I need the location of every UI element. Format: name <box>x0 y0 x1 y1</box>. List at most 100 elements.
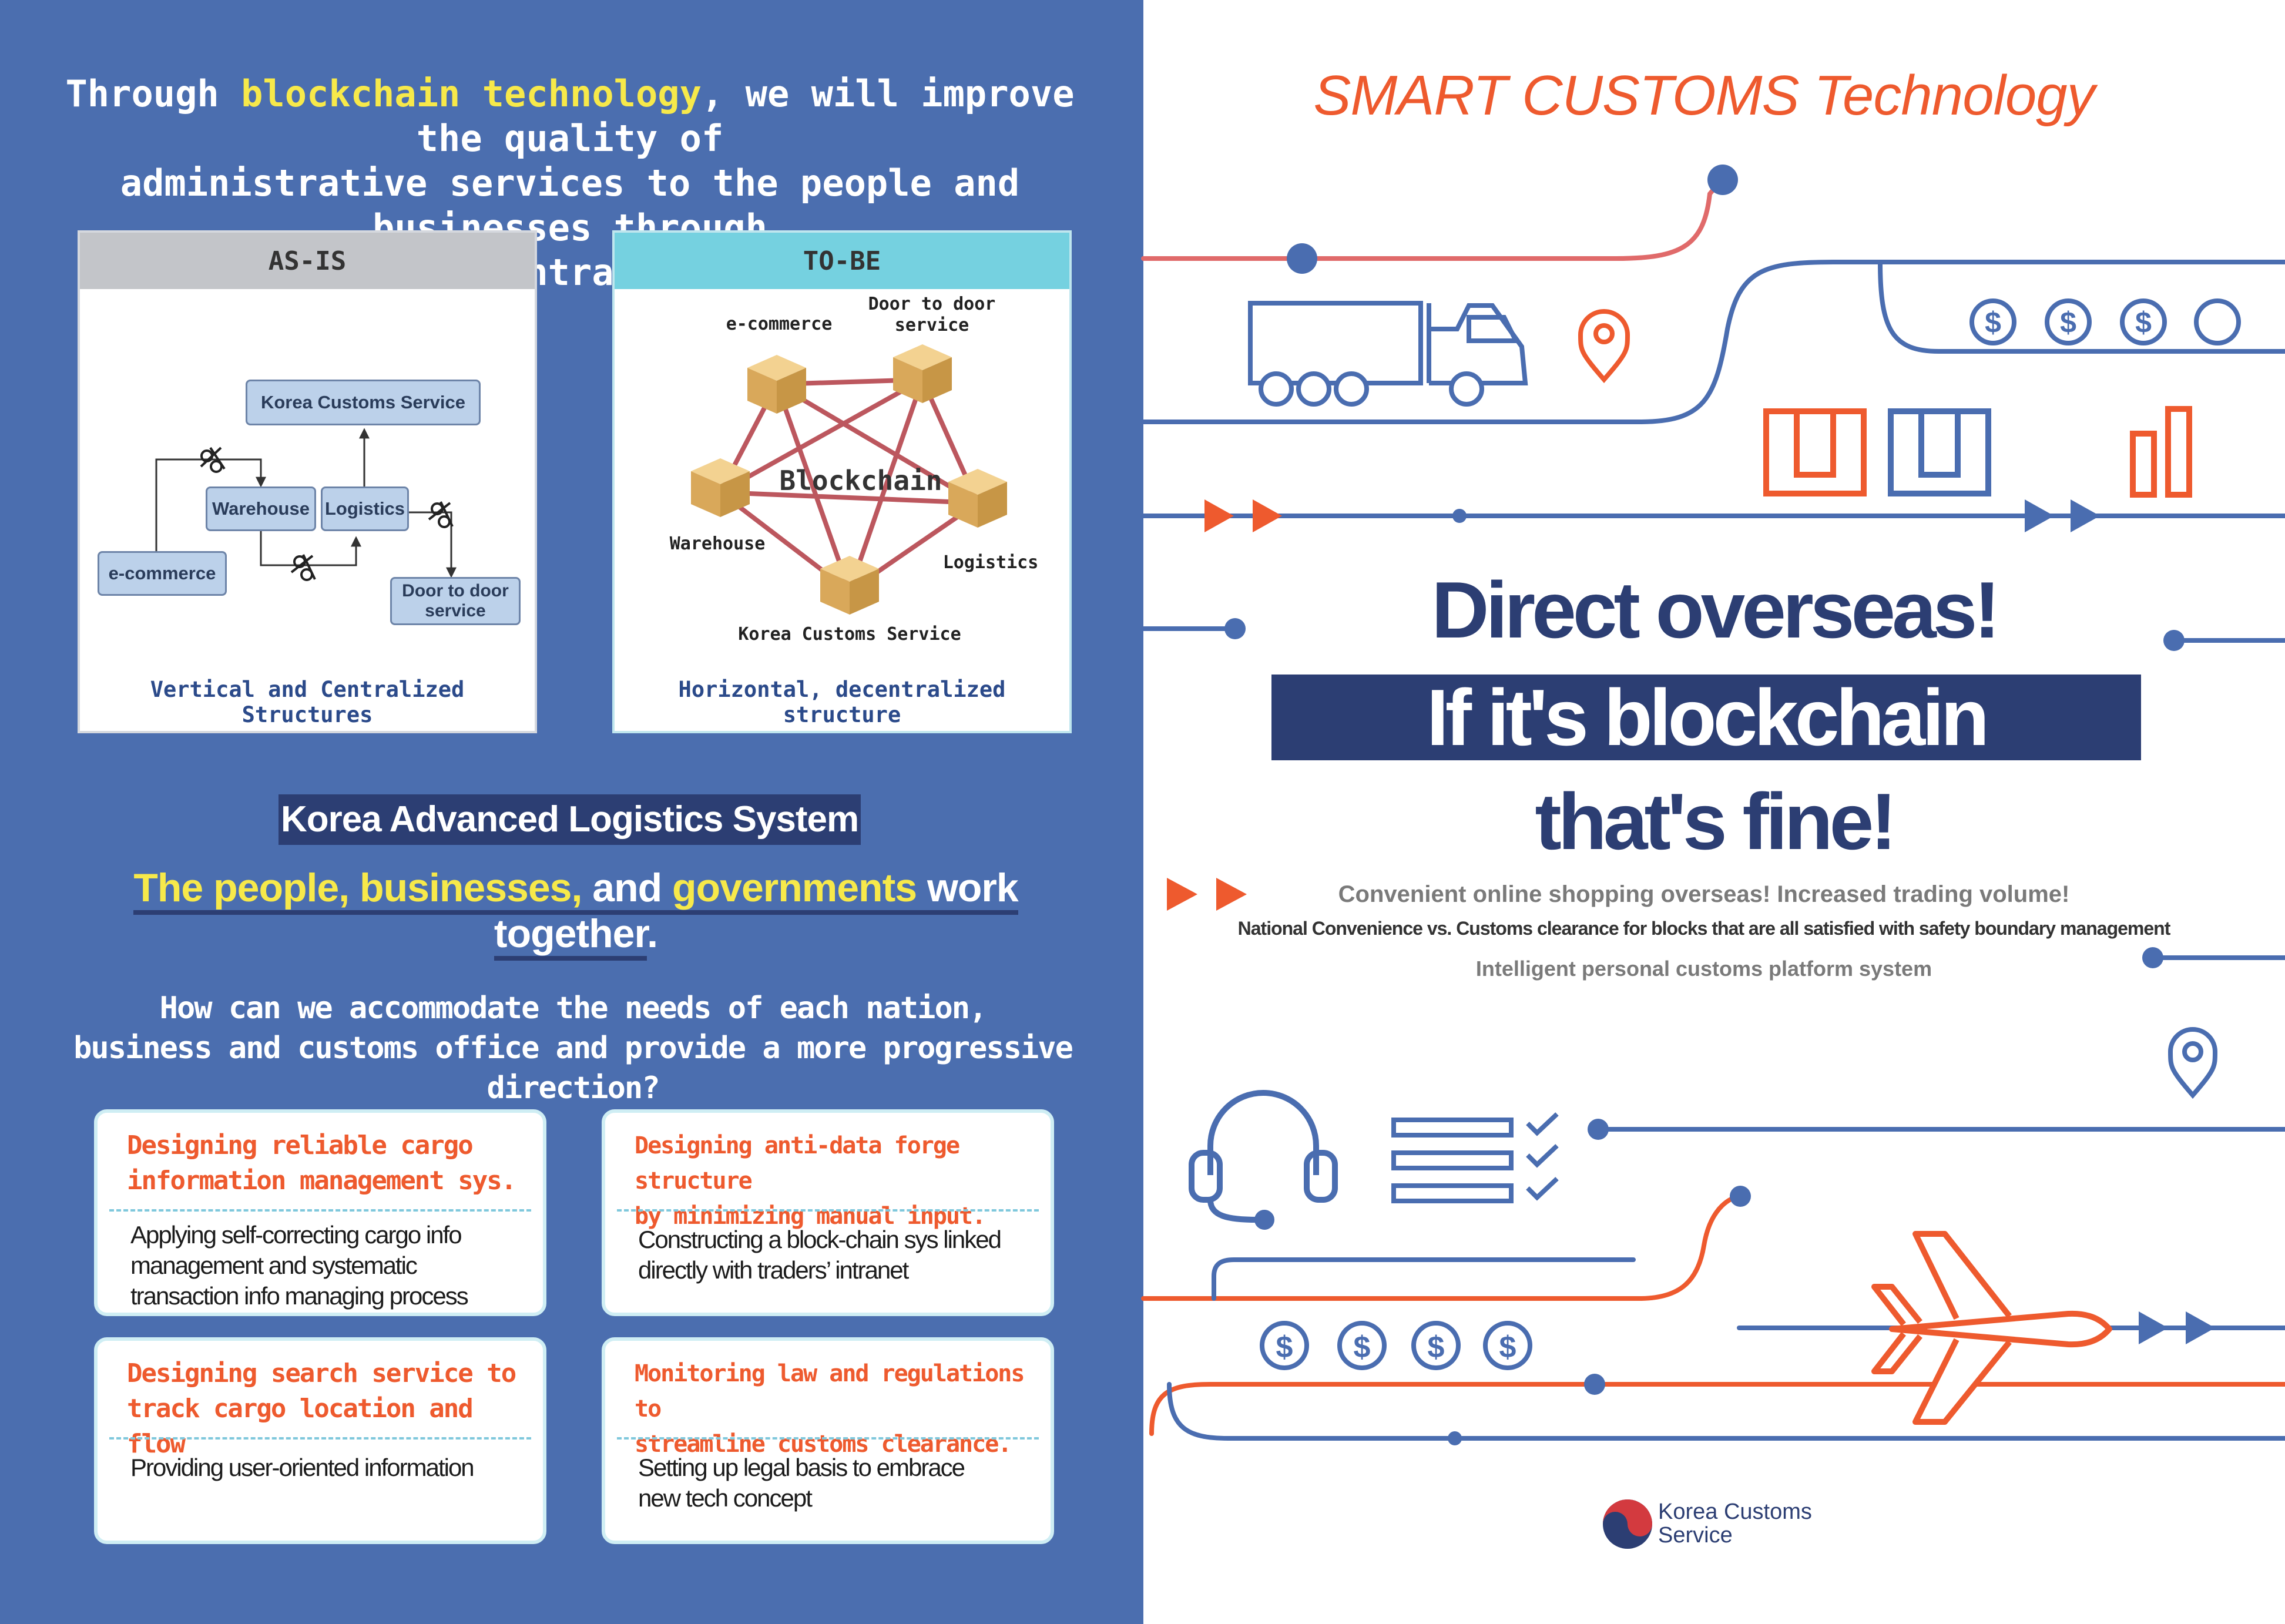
coin-icon: $ <box>2120 298 2167 345</box>
as-is-node-ecommerce: e-commerce <box>98 551 227 596</box>
kals-title: Korea Advanced Logistics System <box>279 794 861 845</box>
as-is-node-warehouse: Warehouse <box>206 486 316 531</box>
cube-warehouse <box>691 458 750 517</box>
card-body-line: Setting up legal basis to embrace <box>638 1454 965 1481</box>
card-title-line: information management sys. <box>127 1166 516 1196</box>
box-icon <box>1763 408 1867 496</box>
as-is-node-door: Door to door service <box>390 577 521 625</box>
card-body: Providing user-oriented information <box>130 1452 531 1483</box>
headline-line3: that's fine! <box>1535 777 1897 866</box>
scissors-icon <box>428 501 454 528</box>
coin-symbol: $ <box>1354 1330 1371 1364</box>
coin-symbol: $ <box>2135 306 2152 339</box>
kals-word-people: The people, <box>133 865 350 910</box>
kals-subtitle: The people, businesses, and governments … <box>71 865 1081 961</box>
card-body-line: new tech concept <box>638 1484 813 1512</box>
as-is-header: AS-IS <box>80 233 535 289</box>
as-is-caption: Vertical and Centralized Structures <box>150 677 465 727</box>
card-body-line: Providing user-oriented information <box>130 1454 475 1481</box>
headline-line2: If it's blockchain customs, <box>1271 675 2141 846</box>
as-is-node-kcs: Korea Customs Service <box>246 380 481 425</box>
location-pin-icon <box>2167 1027 2218 1099</box>
card-body-line: Applying self-correcting cargo info <box>130 1221 462 1249</box>
as-is-connectors <box>155 428 457 581</box>
to-be-header: TO-BE <box>615 233 1069 289</box>
coin-icon: $ <box>1483 1321 1532 1370</box>
bar-chart-icon <box>2130 406 2192 498</box>
box-icon <box>1888 408 1991 496</box>
coin-symbol: $ <box>1276 1330 1293 1364</box>
card-body-line: management and systematic <box>130 1251 418 1279</box>
card-title: Designing search service to track cargo l… <box>127 1356 531 1462</box>
card-divider <box>617 1209 1039 1212</box>
node-dot <box>1707 165 1738 195</box>
question-text: How can we accommodate the needs of each… <box>35 988 1110 1108</box>
card-body-line: Constructing a block-chain sys linked <box>638 1226 1002 1253</box>
question-line2: business and customs office and provide … <box>73 1031 1073 1106</box>
coin-icon: $ <box>1969 298 2016 345</box>
kals-period: . <box>647 911 658 956</box>
cube-ecommerce <box>747 355 806 414</box>
coin-icon: $ <box>1337 1321 1387 1370</box>
node-dot <box>1287 243 1317 274</box>
coin-icon: $ <box>1411 1321 1461 1370</box>
card-title-line: track cargo location and flow <box>127 1394 474 1459</box>
card-body-line: transaction info managing process <box>130 1282 469 1310</box>
to-be-center-label: Blockchain <box>779 465 942 496</box>
card-divider <box>109 1437 531 1440</box>
cube-logistics <box>948 469 1007 528</box>
card-body: Setting up legal basis to embrace new tec… <box>638 1452 1039 1514</box>
headline-line1: Direct overseas! <box>1431 565 2000 655</box>
card-title-line: Designing reliable cargo <box>127 1130 474 1160</box>
card-title: Designing anti-data forge structure by mi… <box>635 1128 1039 1234</box>
intro-part2: , we will improve the quality of <box>416 72 1075 160</box>
logo-line2: Service <box>1658 1523 1733 1548</box>
cube-kcs <box>820 556 879 615</box>
card-reliable-cargo: Designing reliable cargo information mana… <box>94 1109 546 1316</box>
kals-word-governments: governments <box>672 865 917 910</box>
headset-icon <box>1189 1090 1338 1230</box>
arrow-icon <box>2139 1311 2215 1344</box>
to-be-label-door: Door to door service <box>868 294 996 335</box>
card-divider <box>617 1437 1039 1440</box>
to-be-panel: TO-BE <box>612 230 1072 733</box>
as-is-node-logistics: Logistics <box>321 486 409 531</box>
card-title-line: Monitoring law and regulations to <box>635 1360 1025 1422</box>
kals-word-and: and <box>582 865 673 910</box>
kals-word-work-together: work together <box>494 865 1019 956</box>
coin-symbol: $ <box>2060 306 2076 339</box>
card-anti-forge: Designing anti-data forge structure by mi… <box>602 1109 1054 1316</box>
card-body: Constructing a block-chain sys linked dir… <box>638 1224 1039 1286</box>
brand-title: SMART CUSTOMS Technology <box>1313 64 2095 127</box>
subtext-line3: Intelligent personal customs platform sy… <box>1475 957 1932 981</box>
card-body-line: directly with traders’ intranet <box>638 1256 909 1284</box>
coin-symbol: $ <box>1499 1330 1516 1364</box>
left-panel: Through blockchain technology, we will i… <box>0 0 1143 1624</box>
logo-line1: Korea Customs <box>1658 1499 1812 1524</box>
coin-symbol: $ <box>1428 1330 1445 1364</box>
subtext-line1: Convenient online shopping overseas! Inc… <box>1338 881 2070 907</box>
right-panel <box>1143 0 2285 1624</box>
arrow-icon <box>1167 878 1247 911</box>
cube-door <box>893 344 952 403</box>
coin-icon: $ <box>1260 1321 1309 1370</box>
to-be-label-logistics: Logistics <box>942 552 1039 573</box>
card-title-line: Designing search service to <box>127 1358 516 1388</box>
card-search-service: Designing search service to track cargo l… <box>94 1337 546 1544</box>
taegeuk-logo-icon <box>1603 1499 1652 1549</box>
card-title-line: Designing anti-data forge structure <box>635 1132 960 1194</box>
card-title: Designing reliable cargo information mana… <box>127 1128 531 1199</box>
scissors-icon <box>290 554 316 581</box>
arrow-icon <box>1204 499 1282 532</box>
as-is-panel: AS-IS Korea Customs Service Warehouse <box>78 230 537 733</box>
question-line1: How can we accommodate the needs of each… <box>159 991 988 1026</box>
card-title-line: by minimizing manual input. <box>635 1203 986 1230</box>
intro-line2: administrative services to the people an… <box>120 162 1020 249</box>
to-be-label-warehouse: Warehouse <box>669 533 766 554</box>
intro-highlight: blockchain technology <box>241 72 702 115</box>
kals-word-businesses: businesses, <box>349 865 582 910</box>
arrow-icon <box>2025 499 2100 532</box>
